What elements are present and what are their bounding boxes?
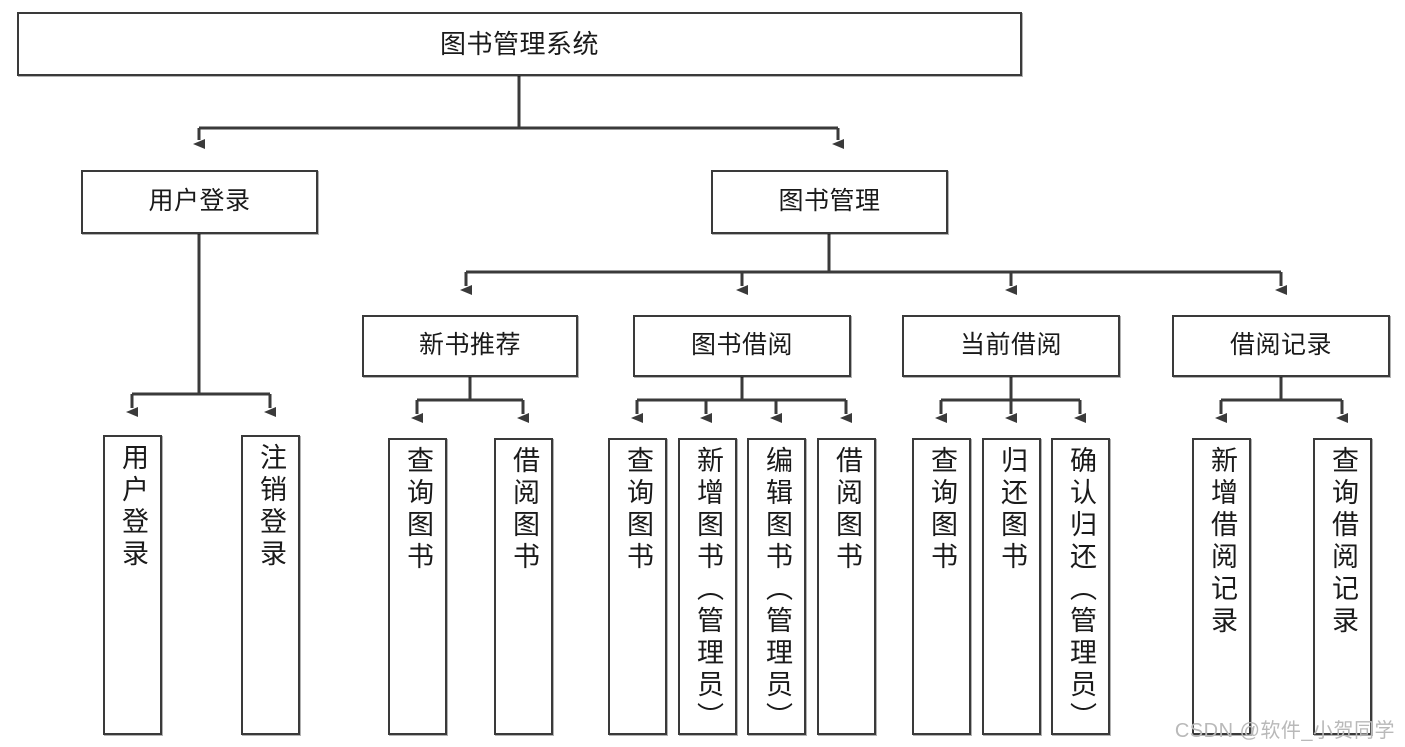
leaf-edit-book[interactable]: 编辑图书（管理员） <box>747 438 806 735</box>
node-new-book-recommend-label: 新书推荐 <box>418 331 521 360</box>
node-user-login[interactable]: 用户登录 <box>81 170 318 234</box>
node-book-manage-label: 图书管理 <box>778 187 881 216</box>
node-root[interactable]: 图书管理系统 <box>17 12 1022 76</box>
leaf-confirm-return-label: 确认归还（管理员） <box>1066 446 1096 734</box>
node-user-login-label: 用户登录 <box>148 187 251 216</box>
leaf-return-book-label: 归还图书 <box>997 446 1027 574</box>
leaf-query-book-1[interactable]: 查询图书 <box>388 438 447 735</box>
leaf-add-book-label: 新增图书（管理员） <box>693 446 723 734</box>
leaf-borrow-book-1[interactable]: 借阅图书 <box>494 438 553 735</box>
node-book-borrow-label: 图书借阅 <box>690 331 793 360</box>
leaf-user-login-label: 用户登录 <box>118 443 148 571</box>
leaf-query-record-label: 查询借阅记录 <box>1328 446 1358 638</box>
watermark-text: CSDN @软件_小贺同学 <box>1174 720 1395 742</box>
leaf-query-record[interactable]: 查询借阅记录 <box>1313 438 1372 735</box>
leaf-query-book-3-label: 查询图书 <box>927 446 957 574</box>
node-borrow-record-label: 借阅记录 <box>1229 331 1332 360</box>
leaf-query-book-2-label: 查询图书 <box>623 446 653 574</box>
node-borrow-record[interactable]: 借阅记录 <box>1172 315 1390 377</box>
leaf-user-logout-label: 注销登录 <box>256 443 286 571</box>
leaf-add-book[interactable]: 新增图书（管理员） <box>678 438 737 735</box>
leaf-user-login[interactable]: 用户登录 <box>103 435 162 735</box>
leaf-query-book-3[interactable]: 查询图书 <box>912 438 971 735</box>
leaf-borrow-book-2[interactable]: 借阅图书 <box>817 438 876 735</box>
leaf-return-book[interactable]: 归还图书 <box>982 438 1041 735</box>
leaf-add-record-label: 新增借阅记录 <box>1207 446 1237 638</box>
leaf-borrow-book-1-label: 借阅图书 <box>509 446 539 574</box>
leaf-add-record[interactable]: 新增借阅记录 <box>1192 438 1251 735</box>
leaf-query-book-1-label: 查询图书 <box>403 446 433 574</box>
node-root-label: 图书管理系统 <box>439 28 599 59</box>
leaf-confirm-return[interactable]: 确认归还（管理员） <box>1051 438 1110 735</box>
leaf-user-logout[interactable]: 注销登录 <box>241 435 300 735</box>
node-current-borrow-label: 当前借阅 <box>959 331 1062 360</box>
node-book-manage[interactable]: 图书管理 <box>711 170 948 234</box>
node-book-borrow[interactable]: 图书借阅 <box>633 315 851 377</box>
node-current-borrow[interactable]: 当前借阅 <box>902 315 1120 377</box>
node-new-book-recommend[interactable]: 新书推荐 <box>362 315 578 377</box>
leaf-edit-book-label: 编辑图书（管理员） <box>762 446 792 734</box>
leaf-query-book-2[interactable]: 查询图书 <box>608 438 667 735</box>
leaf-borrow-book-2-label: 借阅图书 <box>832 446 862 574</box>
